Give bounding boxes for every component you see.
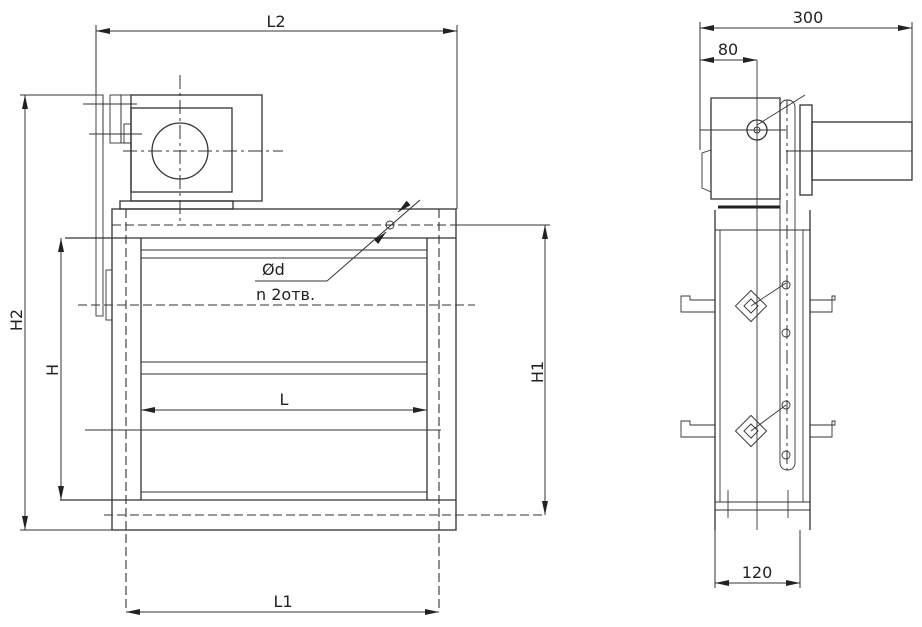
dim-label-120: 120 xyxy=(742,563,773,582)
actuator-front xyxy=(119,75,283,222)
dim-label-300: 300 xyxy=(793,8,824,27)
damper-frame xyxy=(60,208,545,612)
hole-count-label: n 2отв. xyxy=(256,285,315,304)
dim-label-80: 80 xyxy=(718,40,738,59)
dim-label-l2: L2 xyxy=(266,12,285,31)
front-view: L2 H2 H H1 L L1 Ød n 2отв. xyxy=(7,12,550,615)
blade-link-upper xyxy=(734,280,791,338)
dim-label-h: H xyxy=(43,364,62,376)
dim-label-l1: L1 xyxy=(273,592,292,611)
dim-label-l: L xyxy=(280,390,289,409)
front-dimensions: L2 H2 H H1 L L1 Ød n 2отв. xyxy=(7,12,550,615)
side-view: 300 80 120 xyxy=(680,8,913,588)
hole-diameter-label: Ød xyxy=(262,260,285,279)
blade-link-lower xyxy=(734,400,791,460)
actuator-side xyxy=(700,94,913,471)
side-dimensions: 300 80 120 xyxy=(699,8,913,588)
dim-label-h2: H2 xyxy=(7,309,26,331)
dim-label-h1: H1 xyxy=(528,361,547,383)
damper-frame-side xyxy=(680,60,836,530)
